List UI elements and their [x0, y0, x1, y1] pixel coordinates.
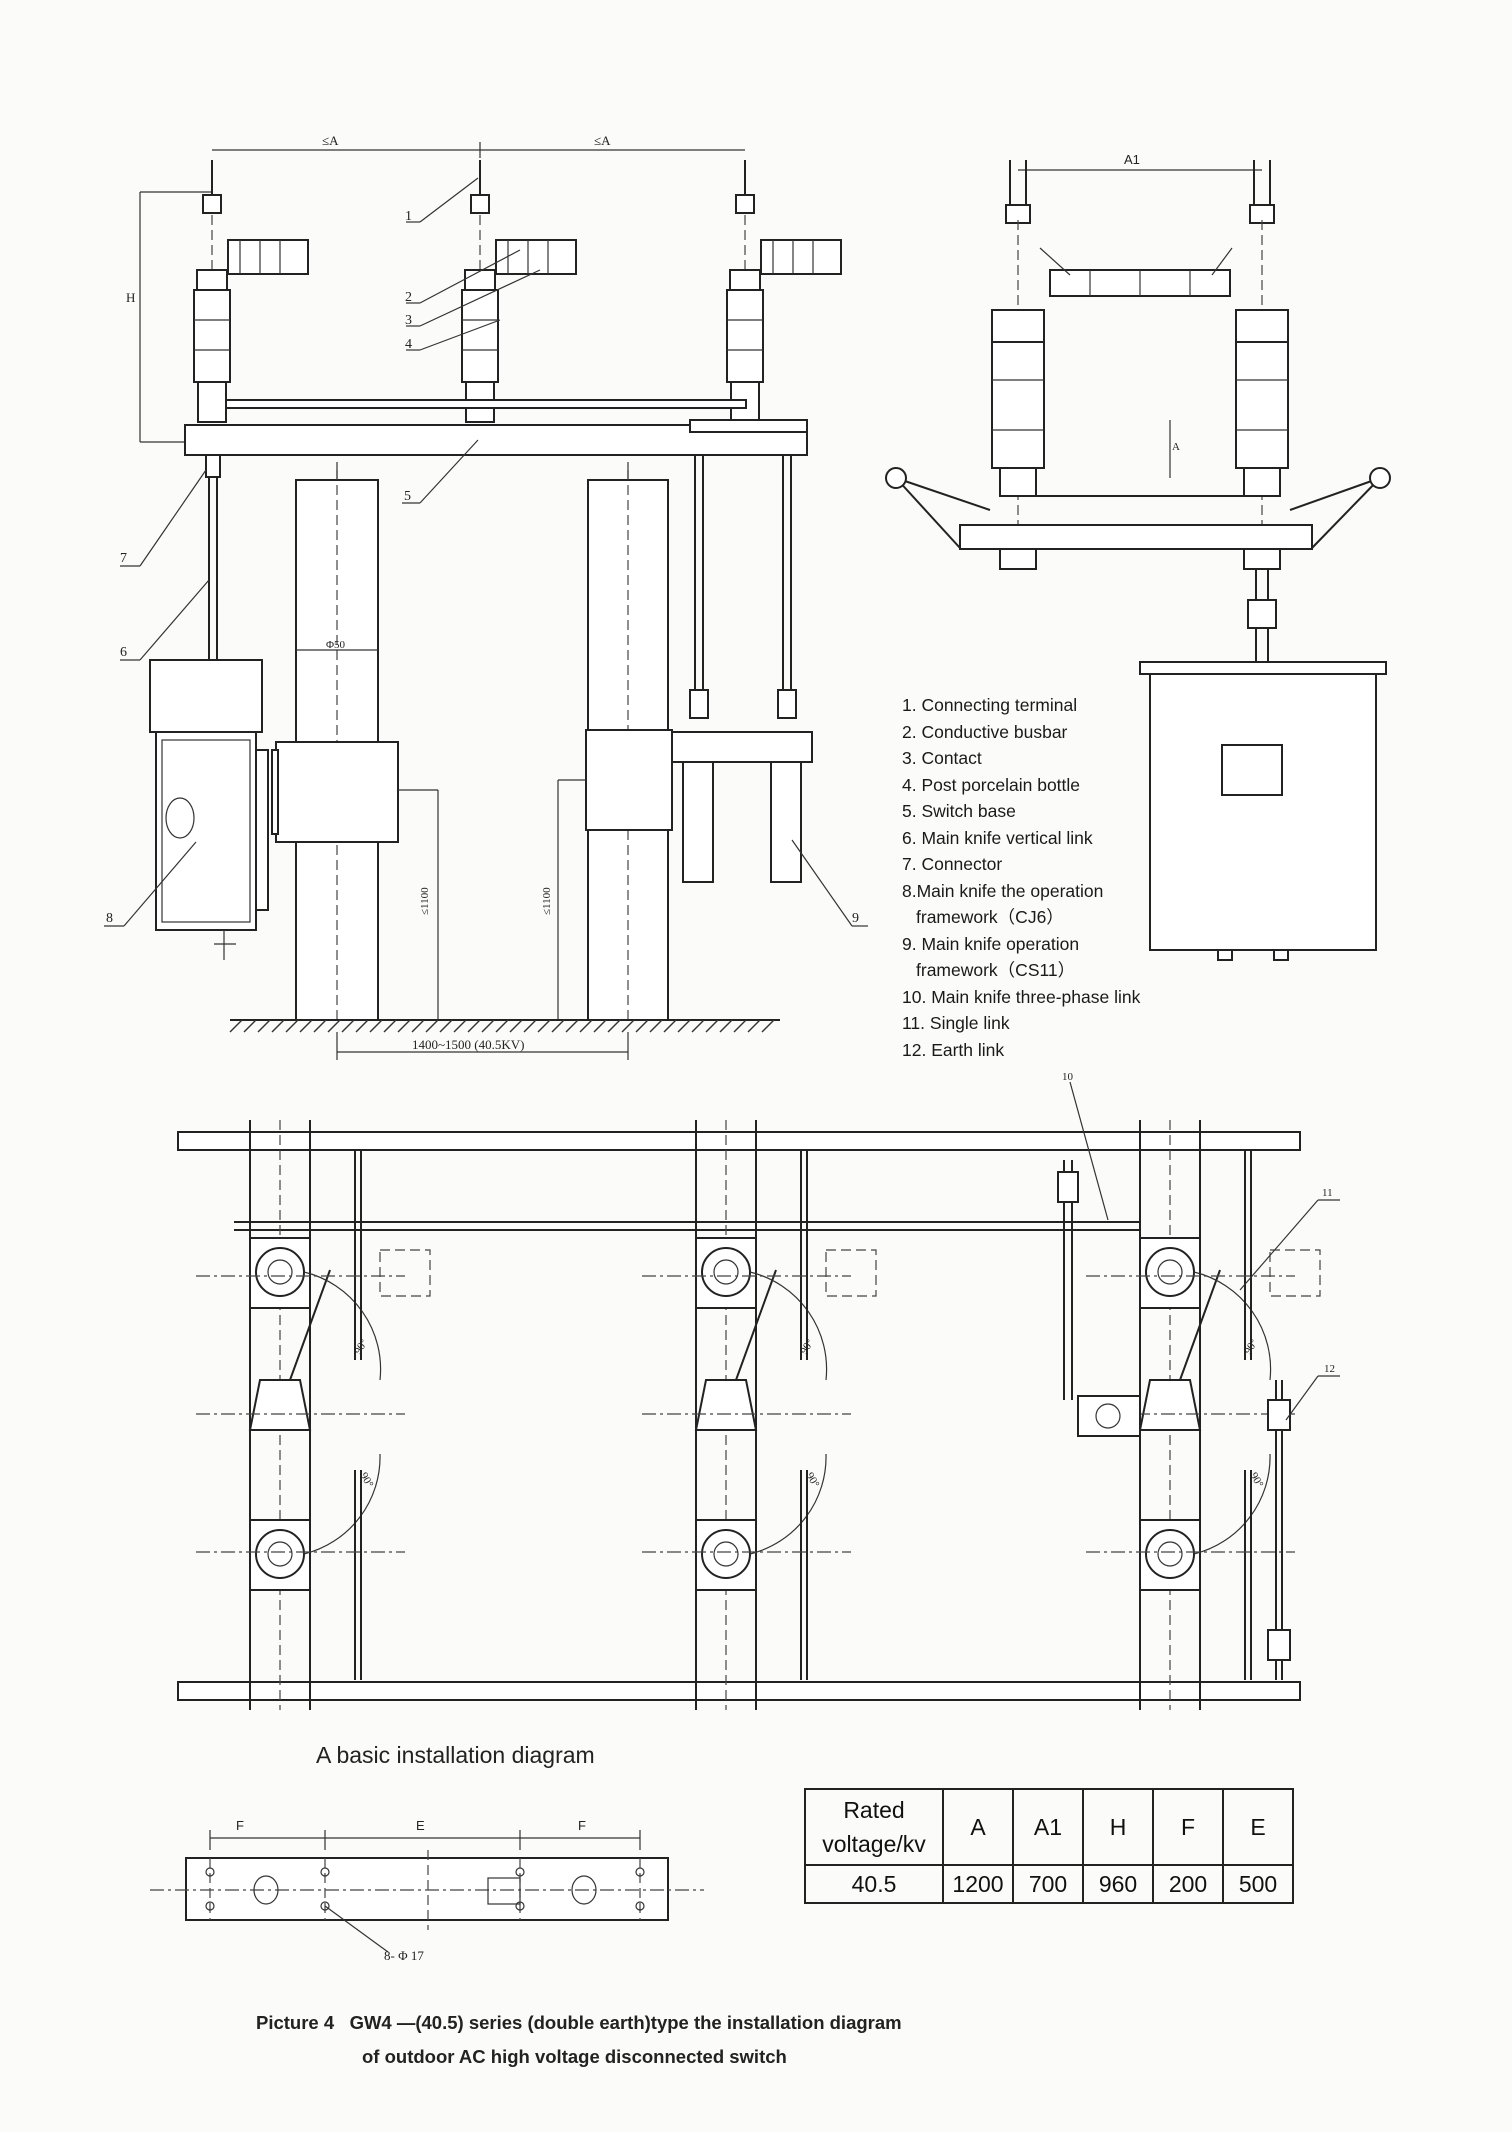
callout-9: 9: [852, 911, 859, 926]
installation-subtitle: A basic installation diagram: [316, 1742, 595, 1768]
callout-10: 10: [1062, 1071, 1074, 1083]
legend-item: 2. Conductive busbar: [902, 721, 1068, 742]
table-header-a: A: [942, 1788, 1014, 1866]
front-elevation: ≤A ≤A H: [104, 133, 868, 1060]
parts-legend: 1. Connecting terminal 2. Conductive bus…: [902, 692, 1162, 1063]
callout-3: 3: [405, 313, 412, 328]
callout-6: 6: [120, 645, 127, 660]
callout-11: 11: [1322, 1187, 1333, 1199]
callout-5: 5: [404, 489, 411, 504]
callout-4: 4: [405, 337, 412, 352]
plan-phase-middle: 90° 90°: [642, 1120, 877, 1710]
table-cell-a1: 700: [1012, 1864, 1084, 1904]
legend-item: 5. Switch base: [902, 801, 1016, 821]
plan-view: 90° 90° 90° 90°: [177, 1071, 1340, 1710]
dim-small-3: ≤1100: [541, 887, 553, 915]
legend-item: 11. Single link: [902, 1013, 1010, 1033]
callout-7: 7: [120, 551, 127, 566]
dim-f-right: F: [578, 1818, 586, 1833]
plan-phase-left: 90° 90°: [196, 1120, 431, 1710]
dim-e: E: [416, 1818, 425, 1833]
callout-2: 2: [405, 290, 412, 305]
legend-item: 3. Contact: [902, 748, 982, 768]
dim-a1: A1: [1124, 152, 1140, 167]
legend-item: 1. Connecting terminal: [902, 695, 1078, 715]
dim-h: H: [126, 290, 135, 305]
hole-note: 8- Φ 17: [384, 1948, 424, 1963]
legend-item: 7. Connector: [902, 854, 1003, 874]
side-elevation: A1 A: [885, 152, 1391, 961]
figure-caption: Picture 4 GW4 —(40.5) series (double ear…: [256, 2006, 902, 2074]
legend-item: 8.Main knife the operation: [902, 880, 1104, 901]
dim-f-left: F: [236, 1818, 244, 1833]
table-header-voltage: Rated voltage/kv: [804, 1788, 944, 1866]
dim-a-left: ≤A: [322, 133, 339, 148]
plan-phase-right: 90° 90°: [1057, 1120, 1321, 1710]
legend-item: 9. Main knife operation: [902, 933, 1080, 954]
legend-item: 10. Main knife three-phase link: [902, 986, 1141, 1007]
base-plate-plan: F E F 8- Φ 17: [150, 1818, 704, 1963]
legend-item: 6. Main knife vertical link: [902, 827, 1093, 848]
phase-pole-left: [193, 160, 309, 423]
callout-8: 8: [106, 911, 113, 926]
caption-line-1: Picture 4 GW4 —(40.5) series (double ear…: [256, 2012, 902, 2033]
dim-a-right: ≤A: [594, 133, 611, 148]
caption-line-2: of outdoor AC high voltage disconnected …: [362, 2046, 787, 2067]
callout-1: 1: [405, 209, 412, 224]
table-cell-voltage: 40.5: [804, 1864, 944, 1904]
table-header-e: E: [1222, 1788, 1294, 1866]
table-header-h: H: [1082, 1788, 1154, 1866]
table-header-a1: A1: [1012, 1788, 1084, 1866]
callout-12: 12: [1324, 1363, 1335, 1375]
dim-small-2: ≤1100: [419, 887, 431, 915]
arrow-a-label: A: [1172, 441, 1180, 453]
dim-small-1: Φ50: [326, 639, 346, 651]
dim-base-spacing: 1400~1500 (40.5KV): [412, 1037, 524, 1052]
legend-item: 4. Post porcelain bottle: [902, 774, 1081, 795]
phase-pole-right: [726, 160, 842, 423]
table-cell-h: 960: [1082, 1864, 1154, 1904]
legend-item: framework（CJ6）: [916, 907, 1064, 927]
legend-item: 12. Earth link: [902, 1039, 1005, 1060]
table-cell-e: 500: [1222, 1864, 1294, 1904]
table-cell-a: 1200: [942, 1864, 1014, 1904]
legend-item: framework（CS11）: [916, 960, 1076, 980]
table-cell-f: 200: [1152, 1864, 1224, 1904]
table-header-f: F: [1152, 1788, 1224, 1866]
phase-pole-middle: [461, 160, 577, 423]
rated-values-table: Rated voltage/kv A A1 H F E 40.5 1200 70…: [804, 1788, 1294, 1904]
